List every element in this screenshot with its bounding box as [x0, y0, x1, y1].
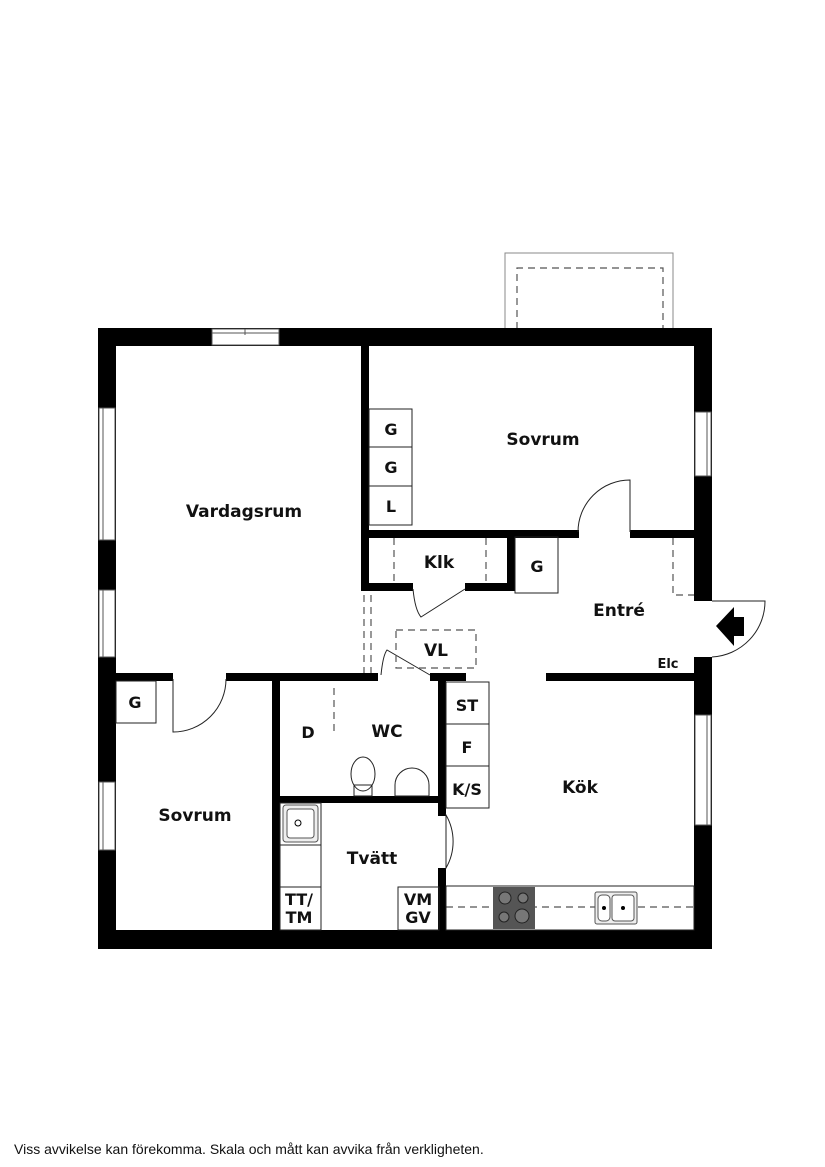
unit-label-tt: TT/ — [285, 890, 313, 909]
entrance-arrow-icon — [716, 607, 744, 646]
room-label-vardagsrum: Vardagsrum — [186, 502, 302, 522]
unit-label-tm: TM — [286, 908, 313, 927]
unit-label-st: ST — [456, 696, 479, 715]
door-swing-icon — [172, 479, 766, 870]
unit-label-ks: K/S — [452, 780, 482, 799]
unit-label-g: G — [384, 458, 397, 477]
unit-label-gv: GV — [405, 908, 431, 927]
balcony — [504, 252, 674, 330]
unit-label-elc: Elc — [657, 657, 678, 672]
interior-walls — [114, 344, 696, 933]
wardrobe-units — [115, 408, 695, 931]
toilet-icon — [350, 756, 376, 797]
room-label-kok: Kök — [562, 778, 599, 798]
dashed-guides — [333, 538, 694, 908]
room-label-entre: Entré — [593, 601, 645, 621]
unit-label-vl: VL — [424, 641, 448, 661]
laundry-sink-icon — [282, 804, 319, 843]
unit-label-g: G — [530, 557, 543, 576]
room-label-tvatt: Tvätt — [347, 849, 397, 869]
disclaimer-text: Viss avvikelse kan förekomma. Skala och … — [14, 1141, 484, 1157]
unit-label-f: F — [462, 738, 473, 757]
room-label-wc: WC — [371, 722, 402, 742]
sink-icon — [594, 891, 638, 925]
stove-icon — [493, 887, 535, 929]
exterior-walls — [98, 328, 712, 949]
unit-label-g: G — [384, 420, 397, 439]
unit-label-d: D — [301, 723, 314, 742]
room-label-sovrum-bottom: Sovrum — [158, 806, 231, 826]
room-label-klk: Klk — [424, 553, 455, 573]
washbasin-icon — [394, 767, 430, 797]
room-label-sovrum-top: Sovrum — [506, 430, 579, 450]
unit-label-g: G — [128, 693, 141, 712]
windows — [98, 328, 712, 851]
unit-label-vm: VM — [404, 890, 432, 909]
unit-label-l: L — [386, 497, 396, 516]
